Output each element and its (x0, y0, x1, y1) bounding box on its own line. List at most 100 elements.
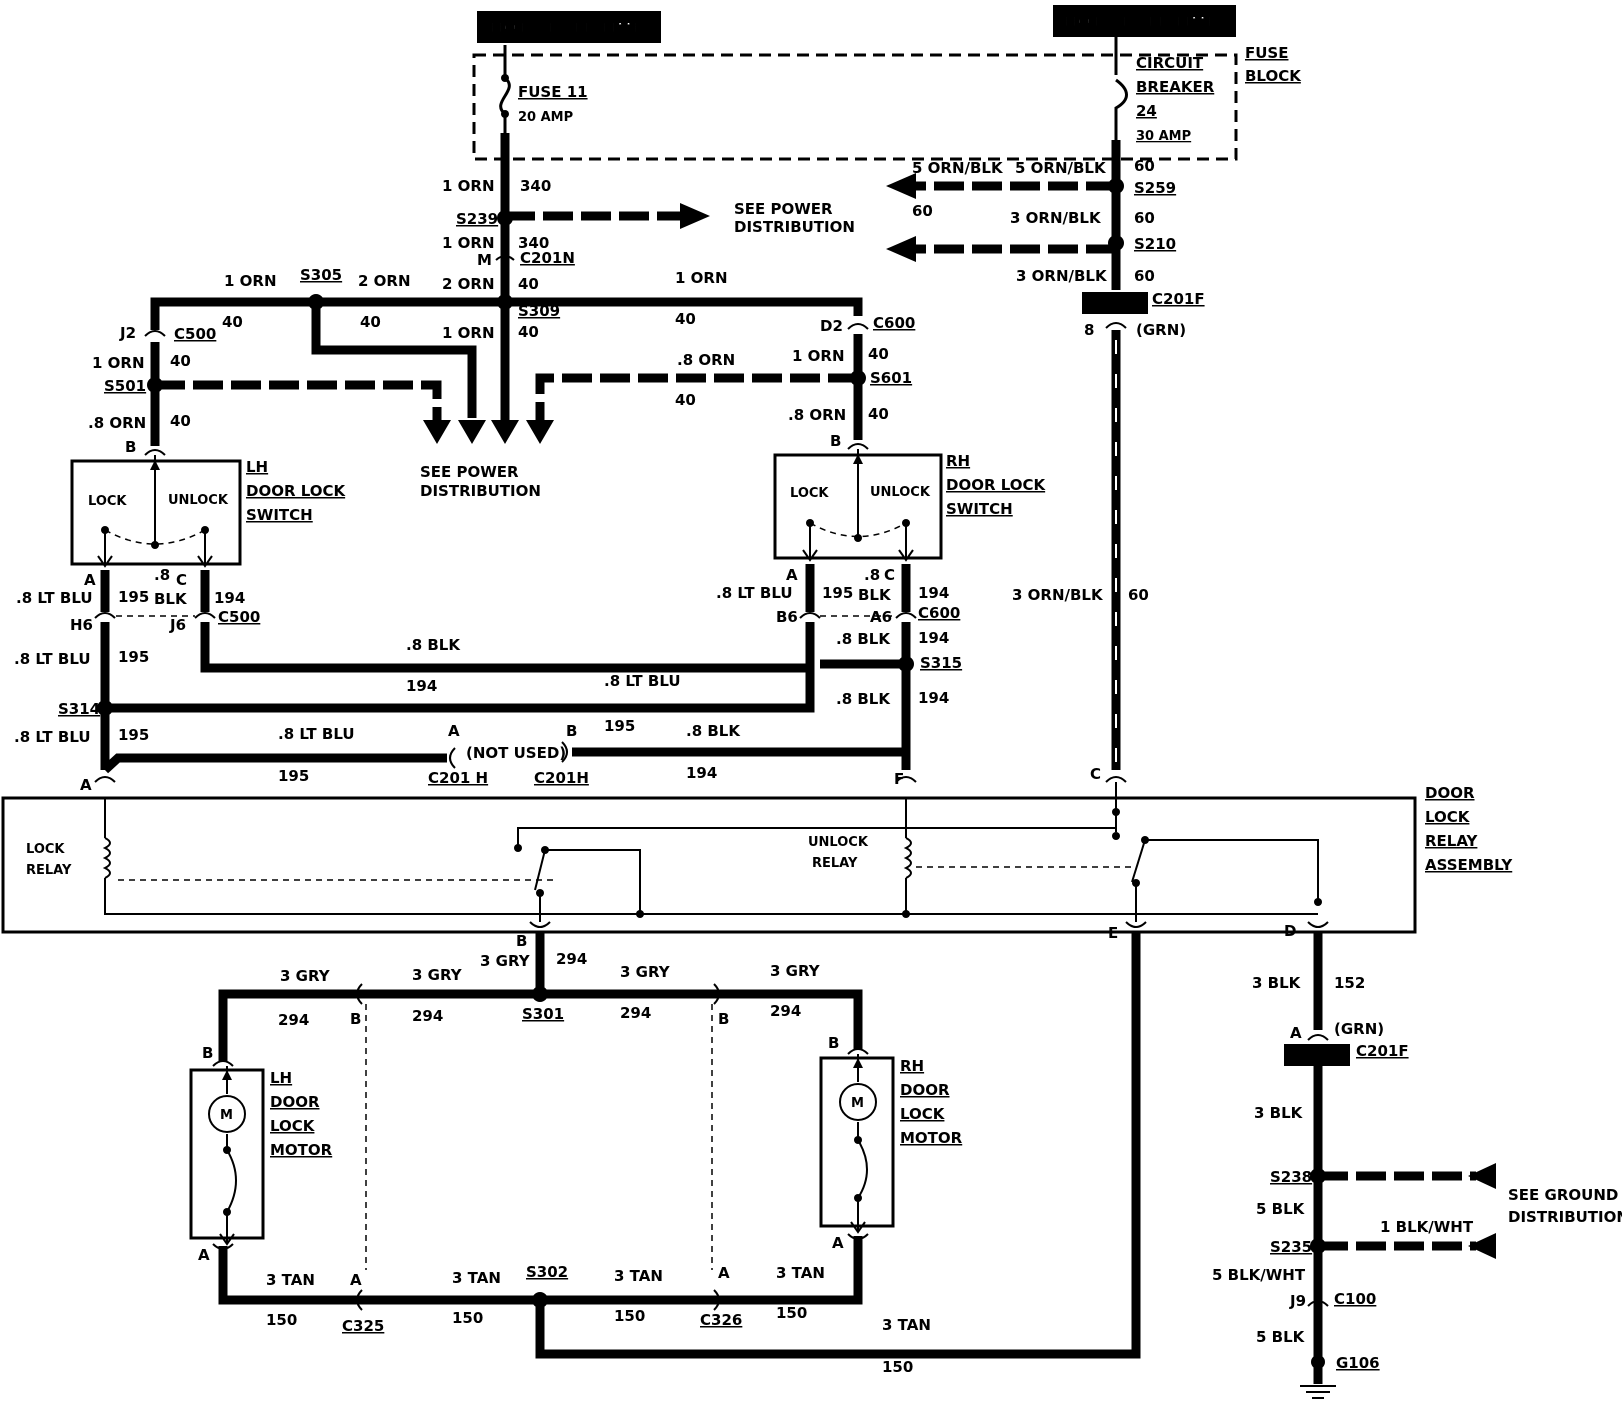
connector-c100-label: C100 (1334, 1290, 1376, 1308)
pin-j9: J9 (1289, 1292, 1306, 1310)
wire-label-8ltblu-b: .8 LT BLU (14, 650, 91, 668)
wire-label-8-rh: .8 (864, 566, 880, 584)
circuit-40-b: 40 (518, 323, 539, 341)
connector-c201h-b-label: C201H (534, 769, 589, 787)
pin-c-rh-switch: C (884, 566, 895, 584)
wire-label-8blk-a: .8 BLK (406, 636, 461, 654)
ground-g106-node (1311, 1355, 1325, 1369)
wire-label-3tan-c: 3 TAN (614, 1267, 663, 1285)
connector-c500-arcs (94, 612, 216, 619)
wire-label-3gry-b: 3 GRY (280, 967, 331, 985)
wire-label-3tan-e: 3 TAN (882, 1316, 931, 1334)
pin-m: M (477, 251, 492, 269)
wire-s601-branch (535, 373, 858, 420)
rh-motor-contact-2 (854, 1194, 862, 1202)
relay-assembly-label-4: ASSEMBLY (1425, 856, 1513, 874)
lh-motor-label-3: LOCK (270, 1117, 316, 1135)
pin-c-lh-switch: C (176, 571, 187, 589)
unlock-contact-nc (1112, 832, 1120, 840)
wire-label-2orn-a: 2 ORN (442, 275, 495, 293)
pin-h6: H6 (70, 616, 93, 634)
fuse11-rating: 20 AMP (518, 110, 573, 125)
circuit-40-c: 40 (222, 313, 243, 331)
wire-label-3gry-e: 3 GRY (770, 962, 821, 980)
splice-s259-label: S259 (1134, 179, 1176, 197)
rh-switch-leg-arrows (802, 549, 914, 562)
circuit-195-b: 195 (118, 648, 149, 666)
circuit-40-f: 40 (170, 352, 191, 370)
relay-d-node (1314, 898, 1322, 906)
door-lock-relay-assembly: F C A LOCK RELAY UNLOCK RELAY (1, 765, 1417, 934)
connector-c201h-arcs (449, 741, 568, 769)
wire-label-3tan-a: 3 TAN (266, 1271, 315, 1289)
connector-c500-top-arc (144, 330, 166, 337)
see-power-top-2: DISTRIBUTION (734, 218, 855, 236)
rh-motor-arrow-top (853, 1058, 863, 1068)
pin-b-lh-motor: B (202, 1044, 213, 1062)
lh-switch-lock-label: LOCK (88, 494, 127, 509)
circuit-40-a: 40 (518, 275, 539, 293)
circuit-294-b: 150 (452, 1309, 483, 1327)
relay-output-arcs (529, 921, 1329, 928)
circuit-40-j: 40 (868, 405, 889, 423)
connector-c600-top-label: C600 (873, 314, 915, 332)
pin-b-c201h: B (566, 722, 577, 740)
see-power-mid-1: SEE POWER (420, 463, 519, 481)
circuit-195-a: 195 (118, 588, 149, 606)
wire-label-8ltblu-c: .8 LT BLU (604, 672, 681, 690)
circuit-294-a: 150 (266, 1311, 297, 1329)
rh-door-lock-motor: M (819, 1054, 895, 1234)
circuit-194-c: 194 (918, 584, 949, 602)
pin-b-c326-top: B (718, 1010, 729, 1028)
breaker-label-2: BREAKER (1136, 78, 1215, 96)
pin-a-rh-motor: A (832, 1234, 844, 1252)
arrow-s210 (886, 236, 916, 262)
rh-switch-label-3: SWITCH (946, 500, 1013, 518)
relay-assembly-label-2: LOCK (1425, 808, 1471, 826)
fuse-block-outline (472, 53, 1238, 161)
wire-label-8ltblu-d: .8 LT BLU (14, 728, 91, 746)
wire-label-1orn-a: 1 ORN (442, 177, 495, 195)
lh-motor-label-2: DOOR (270, 1093, 320, 1111)
connector-c201f-top-arc (1105, 322, 1127, 329)
pin-b-rh-switch: B (830, 432, 841, 450)
circuit-40-g: 40 (170, 412, 191, 430)
wire-label-blk-lh: BLK (154, 590, 188, 608)
splice-s239-label: S239 (456, 210, 498, 228)
wire-label-1orn-d: 1 ORN (675, 269, 728, 287)
hot-label-left: HOT AT ALL TIMES (477, 11, 661, 43)
wire-label-8ltblu-a: .8 LT BLU (16, 589, 93, 607)
lh-motor-label-4: MOTOR (270, 1141, 333, 1159)
connector-c201f-bottom-grn: (GRN) (1334, 1020, 1384, 1038)
wire-label-1orn-c: 1 ORN (224, 272, 277, 290)
pin-c-relay: C (1090, 765, 1101, 783)
connector-lh-motor-b (212, 1060, 234, 1067)
fuse11-element (499, 76, 511, 133)
circuit-295-b: 294 (278, 1011, 309, 1029)
unlock-relay-label-1: UNLOCK (808, 835, 869, 850)
rh-motor-label-4: MOTOR (900, 1129, 963, 1147)
connector-rh-motor-b (847, 1048, 869, 1055)
pin-a-lh-switch: A (84, 571, 96, 589)
splice-s302-label: S302 (526, 1263, 568, 1281)
connector-c600-top-arc (847, 323, 869, 330)
wire-label-8ltblu-f: .8 LT BLU (278, 725, 355, 743)
wire-s501-branch (155, 380, 442, 420)
circuit-195-c: 195 (118, 726, 149, 744)
connector-c201f-top-grn: (GRN) (1136, 321, 1186, 339)
lock-relay-coil (102, 837, 111, 879)
ground-symbol-icon (1300, 1385, 1336, 1399)
rh-switch-unlock-label: UNLOCK (870, 485, 931, 500)
arrow-power-dist-4 (526, 420, 554, 444)
wire-label-8orn-c: .8 ORN (788, 406, 846, 424)
unlock-relay-coil (903, 837, 912, 879)
pin-a-relay: A (80, 776, 92, 794)
circuit-294-c: 150 (614, 1307, 645, 1325)
hot-label-right: HOT AT ALL TIMES (1053, 5, 1236, 37)
connector-c201f-top (1082, 292, 1148, 314)
fuse11-term-bottom (501, 110, 509, 118)
lh-switch-label-3: SWITCH (246, 506, 313, 524)
wire-195-cross (105, 668, 815, 713)
breaker-label-1: CIRCUIT (1136, 54, 1204, 72)
